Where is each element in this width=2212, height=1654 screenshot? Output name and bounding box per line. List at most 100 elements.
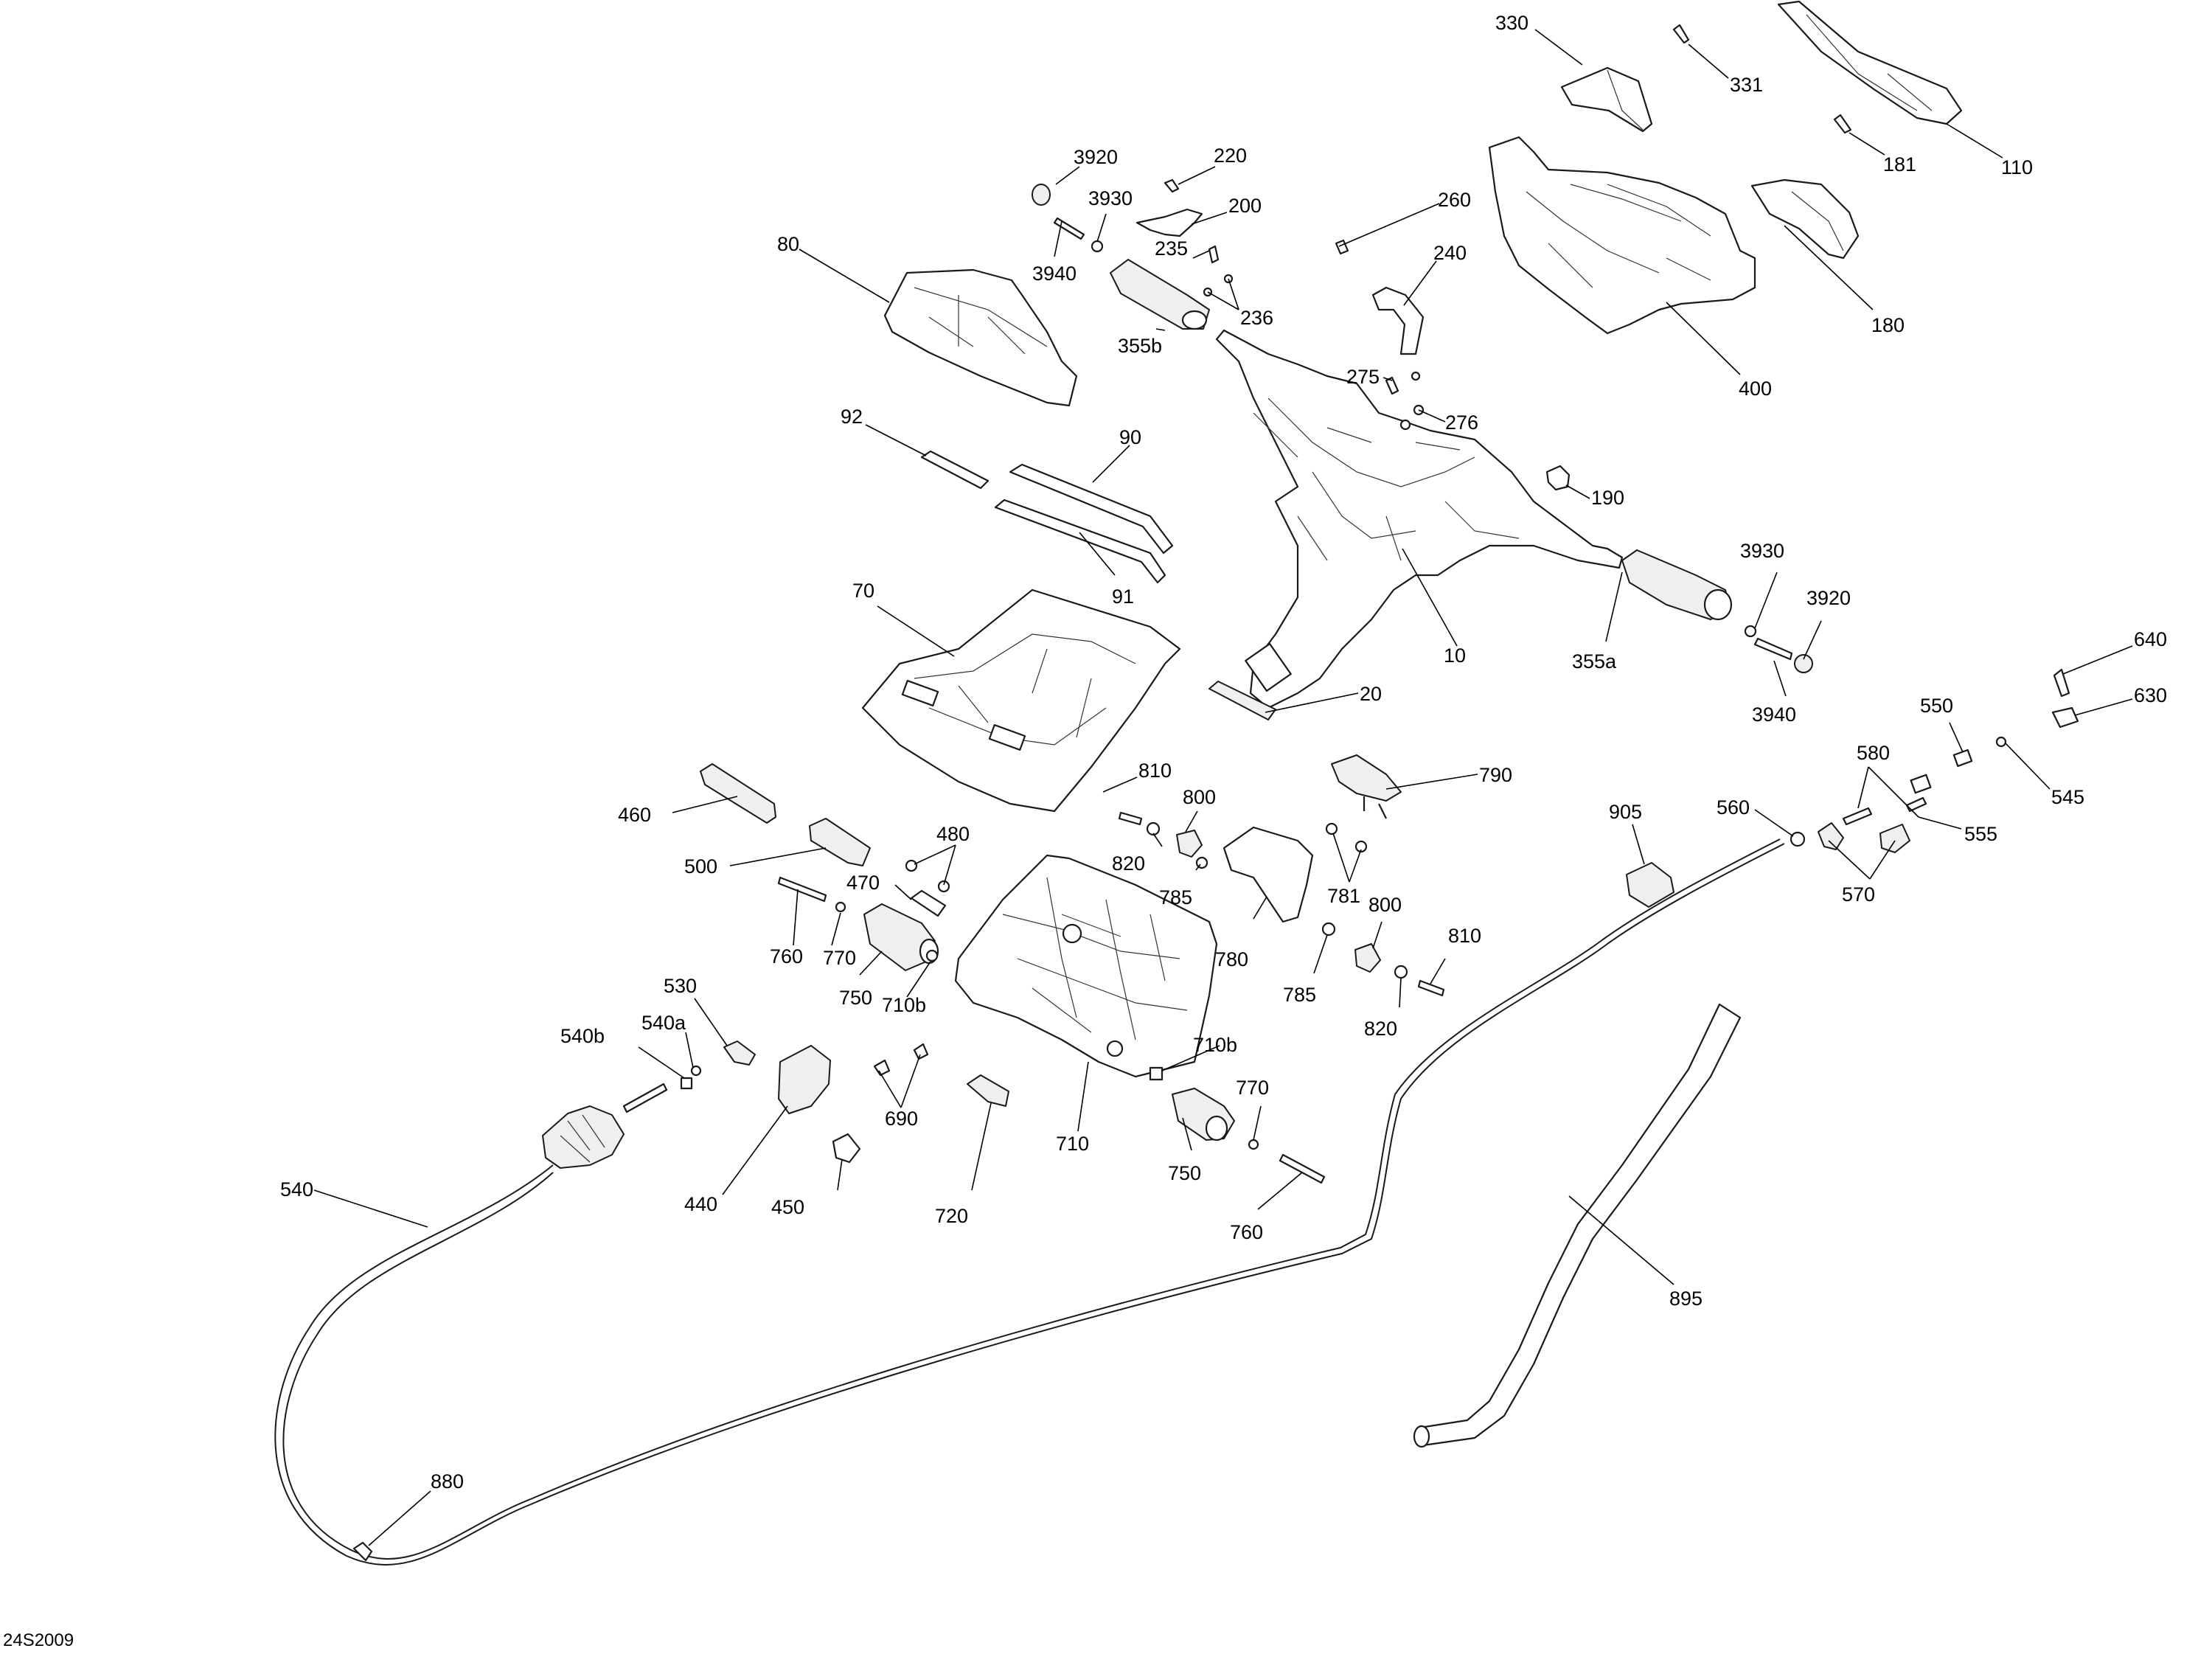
callout-331: 331 <box>1730 74 1763 96</box>
callout-80: 80 <box>777 233 799 255</box>
callout-450: 450 <box>771 1196 804 1218</box>
callout-355a: 355a <box>1572 650 1617 673</box>
callout-750-b: 750 <box>1168 1162 1201 1184</box>
part-760-pin-b <box>1279 1153 1326 1184</box>
callout-92: 92 <box>841 406 863 428</box>
part-450-nut <box>832 1133 861 1164</box>
callout-470: 470 <box>846 872 880 894</box>
callout-780: 780 <box>1215 948 1248 970</box>
leader-lines <box>313 29 2133 1546</box>
callout-710b-a: 710b <box>882 994 926 1016</box>
part-110-top-cover <box>1777 0 1963 125</box>
part-3940-bolt-b <box>1753 637 1793 661</box>
part-480-screw <box>905 859 918 872</box>
callout-91: 91 <box>1112 585 1134 608</box>
callout-190: 190 <box>1591 487 1624 509</box>
part-781-screw <box>1325 822 1338 835</box>
part-80-cover <box>883 268 1078 407</box>
callout-785-b: 785 <box>1283 984 1316 1006</box>
part-560-ring <box>1790 831 1806 847</box>
part-20-strip <box>1208 681 1276 720</box>
callout-236: 236 <box>1240 307 1273 329</box>
part-10-handlebar-housing <box>1215 329 1624 709</box>
callout-781: 781 <box>1327 885 1360 907</box>
part-785-nut-b <box>1321 922 1336 937</box>
part-820-washer-a <box>1146 821 1161 836</box>
callout-760-b: 760 <box>1230 1221 1263 1243</box>
callout-710b-b: 710b <box>1193 1034 1237 1056</box>
callout-545: 545 <box>2051 786 2084 808</box>
callout-235: 235 <box>1155 237 1188 260</box>
drawing-code: 24S2009 <box>3 1630 74 1650</box>
callout-810-b: 810 <box>1448 925 1481 947</box>
part-540a-nut <box>690 1065 702 1077</box>
part-240-lever <box>1371 286 1425 355</box>
part-540-cable <box>274 843 1785 1566</box>
callout-550: 550 <box>1920 695 1953 717</box>
parts-layer <box>274 0 2079 1566</box>
callout-110: 110 <box>2001 156 2033 178</box>
part-3920-cap-b <box>1794 654 1813 673</box>
part-460-switch <box>700 763 776 824</box>
callout-750-a: 750 <box>839 987 872 1009</box>
callout-200: 200 <box>1228 195 1262 217</box>
callout-770-b: 770 <box>1236 1077 1269 1099</box>
part-640-bolt <box>2053 668 2070 698</box>
callout-820-a: 820 <box>1112 852 1145 875</box>
callout-905: 905 <box>1609 801 1642 823</box>
part-790-lock <box>1331 754 1402 802</box>
part-905-boot <box>1626 862 1674 908</box>
callout-690: 690 <box>885 1108 918 1130</box>
callout-760-a: 760 <box>770 945 803 967</box>
callout-10: 10 <box>1444 644 1466 667</box>
callout-710: 710 <box>1056 1133 1089 1155</box>
callout-3930-b: 3930 <box>1740 540 1784 562</box>
part-880-clip <box>352 1541 373 1562</box>
part-780-bracket <box>1222 826 1314 923</box>
part-440-housing <box>778 1045 831 1114</box>
part-3920-cap-a <box>1032 184 1051 206</box>
part-3930-washer-b <box>1744 625 1757 638</box>
callout-530: 530 <box>664 975 697 997</box>
part-770-washer-b <box>1248 1139 1259 1150</box>
part-3930-washer-a <box>1091 240 1104 253</box>
part-555-sleeve <box>1910 774 1932 794</box>
part-545-washer <box>1995 736 2007 748</box>
callout-720: 720 <box>935 1205 968 1227</box>
callout-790: 790 <box>1479 764 1512 786</box>
part-331-screw <box>1672 24 1690 44</box>
part-540b-nut <box>680 1077 693 1090</box>
part-720-cover <box>967 1074 1009 1107</box>
part-895-hose <box>1419 1003 1742 1447</box>
callout-labels: 330 331 110 181 3920 220 3930 200 80 394… <box>3 12 2167 1650</box>
callout-355b: 355b <box>1118 335 1162 357</box>
part-710b-nut-b <box>1149 1066 1164 1081</box>
callout-570: 570 <box>1842 883 1875 906</box>
callout-460: 460 <box>618 804 651 826</box>
callout-275: 275 <box>1346 366 1380 388</box>
part-710b-nut-a <box>925 949 939 962</box>
part-630-fitting <box>2051 706 2079 729</box>
callout-540b: 540b <box>560 1025 605 1047</box>
callout-480: 480 <box>936 823 970 845</box>
callout-181: 181 <box>1883 153 1916 176</box>
callout-3920-a: 3920 <box>1074 146 1118 168</box>
callout-580: 580 <box>1857 742 1890 764</box>
callout-630: 630 <box>2134 684 2167 706</box>
part-770-washer-a <box>835 901 846 913</box>
callout-260: 260 <box>1438 189 1471 211</box>
part-820-washer-b <box>1394 965 1408 979</box>
callout-895: 895 <box>1669 1288 1703 1310</box>
part-181-screw <box>1833 114 1852 134</box>
part-260-screw <box>1335 239 1349 255</box>
callout-800-a: 800 <box>1183 786 1216 808</box>
callout-440: 440 <box>684 1193 717 1215</box>
callout-800-b: 800 <box>1368 894 1402 916</box>
callout-20: 20 <box>1360 683 1382 705</box>
part-580-bolt <box>1842 807 1873 826</box>
callout-785-a: 785 <box>1159 886 1192 908</box>
part-810-bolt-a <box>1118 811 1143 826</box>
callout-810-a: 810 <box>1138 760 1172 782</box>
callout-240: 240 <box>1433 242 1467 264</box>
part-330-cover <box>1560 66 1653 133</box>
